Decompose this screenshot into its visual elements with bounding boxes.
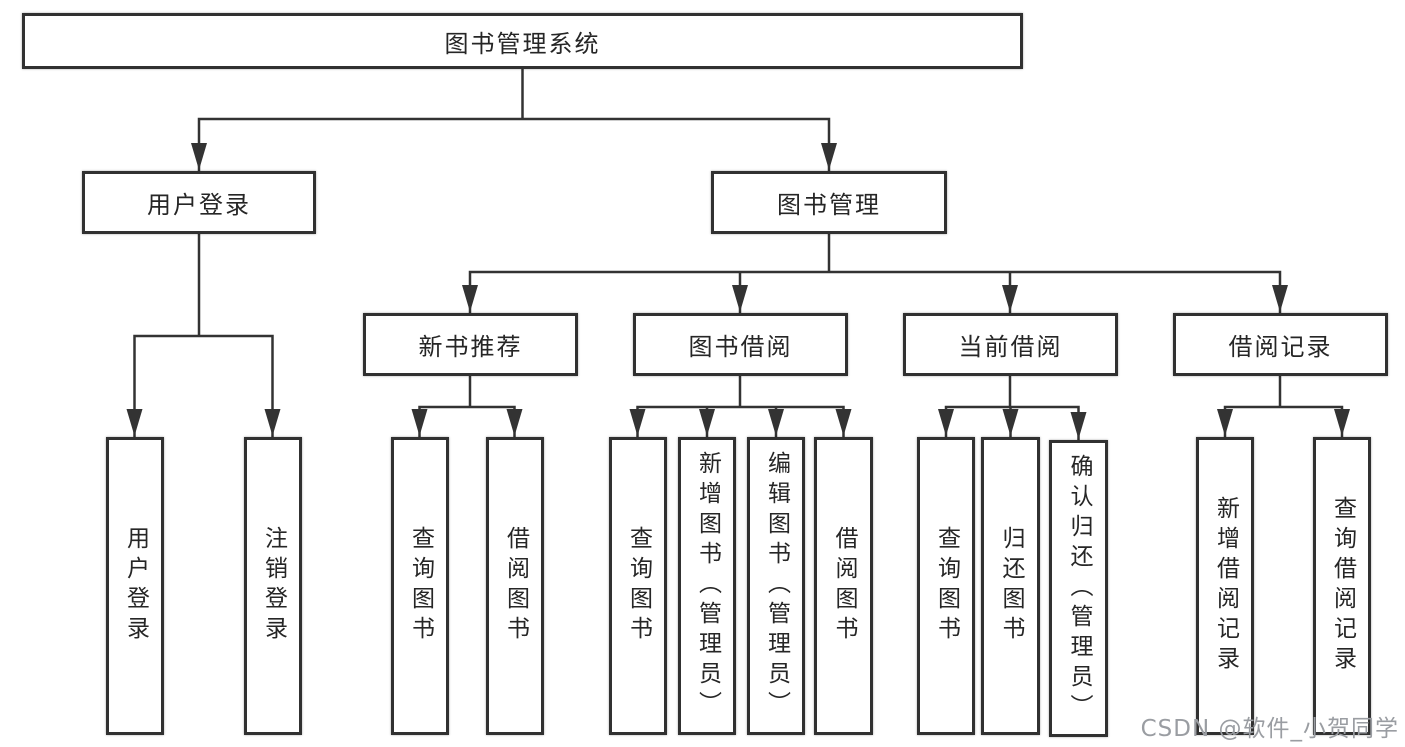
leaf-add-book-admin-label: 新增图书（管理员） (694, 451, 721, 721)
node-book-management-label: 图书管理 (777, 191, 881, 219)
leaf-add-book-admin: 新增图书（管理员） (678, 437, 736, 735)
leaf-borrow-book-recommend-label: 借阅图书 (502, 526, 529, 646)
leaf-borrow-book: 借阅图书 (814, 437, 873, 735)
leaf-query-book-recommend-label: 查询图书 (407, 526, 434, 646)
leaf-add-borrow-record-label: 新增借阅记录 (1212, 496, 1239, 676)
node-new-book-recommend: 新书推荐 (363, 313, 578, 376)
leaf-user-login-label: 用户登录 (122, 526, 149, 646)
leaf-query-book-recommend: 查询图书 (391, 437, 449, 735)
node-current-borrow-label: 当前借阅 (958, 333, 1063, 361)
node-borrow-record-label: 借阅记录 (1228, 333, 1333, 361)
leaf-confirm-return-admin: 确认归还（管理员） (1049, 440, 1108, 737)
node-book-management: 图书管理 (711, 171, 947, 234)
node-book-borrow-label: 图书借阅 (688, 333, 793, 361)
leaf-logout-label: 注销登录 (260, 526, 287, 646)
leaf-query-book-borrow-label: 查询图书 (625, 526, 652, 646)
node-root-label: 图书管理系统 (444, 29, 601, 58)
leaf-borrow-book-recommend: 借阅图书 (486, 437, 544, 735)
leaf-query-book-current-label: 查询图书 (933, 526, 960, 646)
node-user-login: 用户登录 (82, 171, 316, 234)
leaf-edit-book-admin-label: 编辑图书（管理员） (763, 451, 790, 721)
leaf-borrow-book-label: 借阅图书 (831, 526, 857, 646)
node-user-login-label: 用户登录 (147, 191, 251, 219)
node-root: 图书管理系统 (22, 13, 1023, 69)
leaf-edit-book-admin: 编辑图书（管理员） (747, 437, 805, 735)
leaf-logout: 注销登录 (244, 437, 302, 735)
leaf-user-login: 用户登录 (106, 437, 164, 735)
leaf-return-book-label: 归还图书 (998, 526, 1024, 646)
node-new-book-recommend-label: 新书推荐 (418, 333, 523, 361)
arrowheads (126, 143, 1350, 439)
leaf-add-borrow-record: 新增借阅记录 (1196, 437, 1254, 735)
leaf-query-book-current: 查询图书 (917, 437, 975, 735)
node-book-borrow: 图书借阅 (633, 313, 848, 376)
leaf-query-book-borrow: 查询图书 (609, 437, 667, 735)
leaf-query-borrow-record: 查询借阅记录 (1313, 437, 1371, 735)
leaf-confirm-return-admin-label: 确认归还（管理员） (1066, 453, 1092, 724)
node-current-borrow: 当前借阅 (903, 313, 1118, 376)
node-borrow-record: 借阅记录 (1173, 313, 1388, 376)
csdn-watermark: CSDN @软件_小贺同学 (1140, 716, 1399, 742)
leaf-return-book: 归还图书 (981, 437, 1040, 735)
leaf-query-borrow-record-label: 查询借阅记录 (1329, 496, 1356, 676)
